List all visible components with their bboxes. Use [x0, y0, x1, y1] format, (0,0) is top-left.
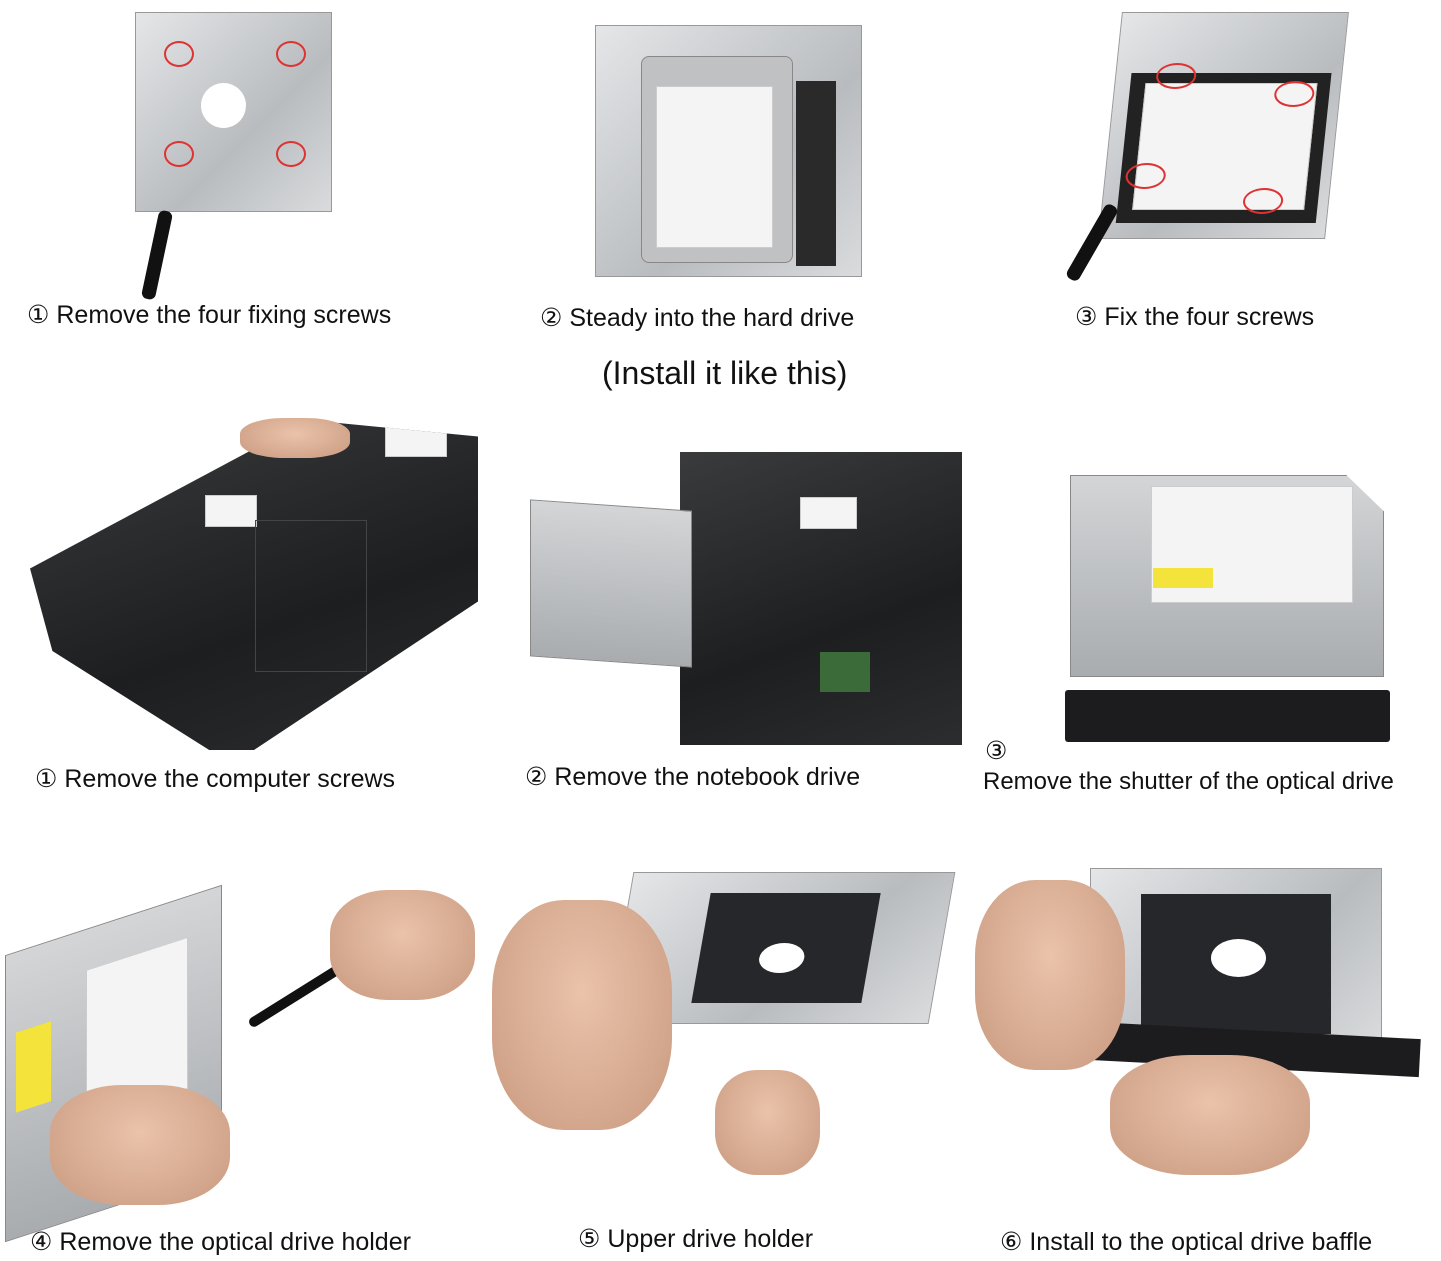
- caption-steady-into-hard-drive: ② Steady into the hard drive: [540, 304, 855, 332]
- hand-icon: [330, 890, 475, 1000]
- photo-laptop-underside: [30, 420, 478, 750]
- photo-bracket-remove-screws: [135, 12, 332, 212]
- caption-remove-shutter: Remove the shutter of the optical drive: [983, 768, 1394, 795]
- caption-remove-notebook-drive: ② Remove the notebook drive: [525, 763, 861, 791]
- photo-optical-drive-shutter: [1065, 690, 1390, 742]
- hand-icon: [50, 1085, 230, 1205]
- caption-remove-optical-drive-holder: ④ Remove the optical drive holder: [30, 1228, 411, 1256]
- photo-optical-drive-out: [530, 499, 692, 668]
- caption-install-optical-drive-baffle: ⑥ Install to the optical drive baffle: [1000, 1228, 1373, 1256]
- caption-fix-four-screws: ③ Fix the four screws: [1075, 303, 1315, 331]
- photo-optical-drive: [1070, 475, 1384, 677]
- hand-icon: [492, 900, 672, 1130]
- caption-remove-computer-screws: ① Remove the computer screws: [35, 765, 396, 793]
- caption-upper-drive-holder: ⑤ Upper drive holder: [578, 1225, 814, 1253]
- hand-icon: [240, 418, 350, 458]
- photo-install-baffle: [1090, 868, 1382, 1045]
- photo-notebook-drive-removed: [680, 452, 962, 745]
- hand-icon: [975, 880, 1125, 1070]
- photo-bracket-fix-screws: [1098, 12, 1349, 239]
- screwdriver-icon: [140, 209, 174, 301]
- photo-bracket-with-hdd: [595, 25, 862, 277]
- caption-remove-four-fixing-screws: ① Remove the four fixing screws: [27, 301, 392, 329]
- subtitle-install-like-this: (Install it like this): [602, 355, 848, 391]
- hand-icon: [1110, 1055, 1310, 1175]
- screwdriver-icon: [1064, 202, 1120, 283]
- hand-icon: [715, 1070, 820, 1175]
- step-number-3: ③: [985, 737, 1008, 765]
